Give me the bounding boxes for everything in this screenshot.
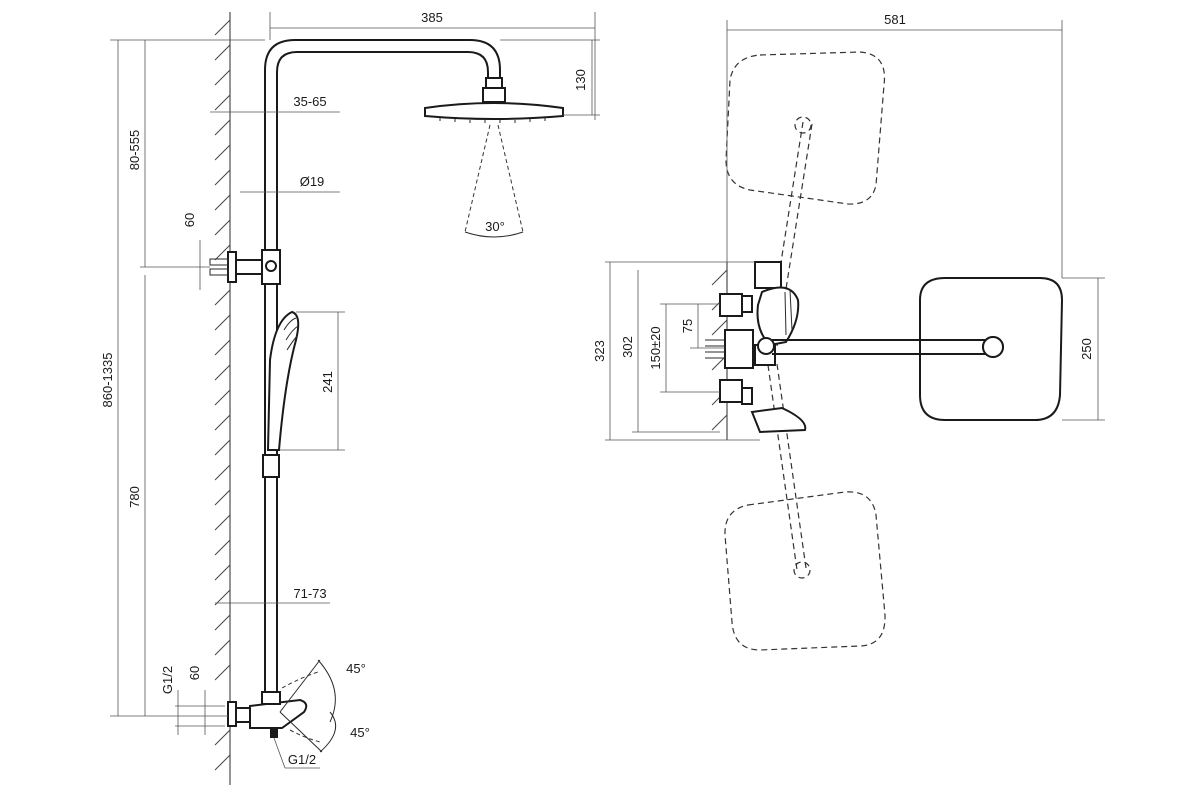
dim-75: 75 <box>680 319 695 333</box>
dim-302: 302 <box>620 336 635 358</box>
shower-head <box>424 77 564 238</box>
shower-arm-top <box>772 336 1004 358</box>
rotated-head-upper <box>725 51 886 347</box>
dim-inlet-60: 60 <box>187 666 202 680</box>
wall-left <box>214 12 231 785</box>
dim-860-1335: 860-1335 <box>100 353 115 408</box>
dim-250: 250 <box>1079 338 1094 360</box>
rotated-head-lower <box>724 363 886 651</box>
riser-pipe <box>262 39 501 700</box>
dim-holder-60: 60 <box>182 213 197 227</box>
dim-spray-angle: 30° <box>485 219 505 234</box>
dim-241: 241 <box>320 371 335 393</box>
side-dimension-lines <box>110 12 600 769</box>
top-view: 581 250 323 302 150±20 75 <box>592 12 1105 651</box>
dim-385: 385 <box>421 10 443 25</box>
mixer-valve <box>227 659 337 753</box>
dim-150-20: 150±20 <box>648 326 663 369</box>
top-dimension-lines <box>605 20 1105 441</box>
dim-angle-down: 45° <box>350 725 370 740</box>
dim-323: 323 <box>592 340 607 362</box>
mixer-top-view <box>705 261 807 434</box>
dim-thread-left: G1/2 <box>160 666 175 694</box>
dim-80-555: 80-555 <box>127 130 142 170</box>
side-view: 385 130 35-65 Ø19 30° 60 80-555 860-1335… <box>100 10 600 785</box>
dim-angle-up: 45° <box>346 661 366 676</box>
dim-780: 780 <box>127 486 142 508</box>
shower-head-top <box>919 277 1064 421</box>
pipe-coupling <box>262 454 280 478</box>
dim-thread-bottom: G1/2 <box>288 752 316 767</box>
hand-shower <box>266 310 300 451</box>
dim-pipe-diameter: Ø19 <box>300 174 325 189</box>
dim-71-73: 71-73 <box>293 586 326 601</box>
dim-581: 581 <box>884 12 906 27</box>
dim-130: 130 <box>573 69 588 91</box>
wall-bracket <box>209 249 281 285</box>
dim-35-65: 35-65 <box>293 94 326 109</box>
